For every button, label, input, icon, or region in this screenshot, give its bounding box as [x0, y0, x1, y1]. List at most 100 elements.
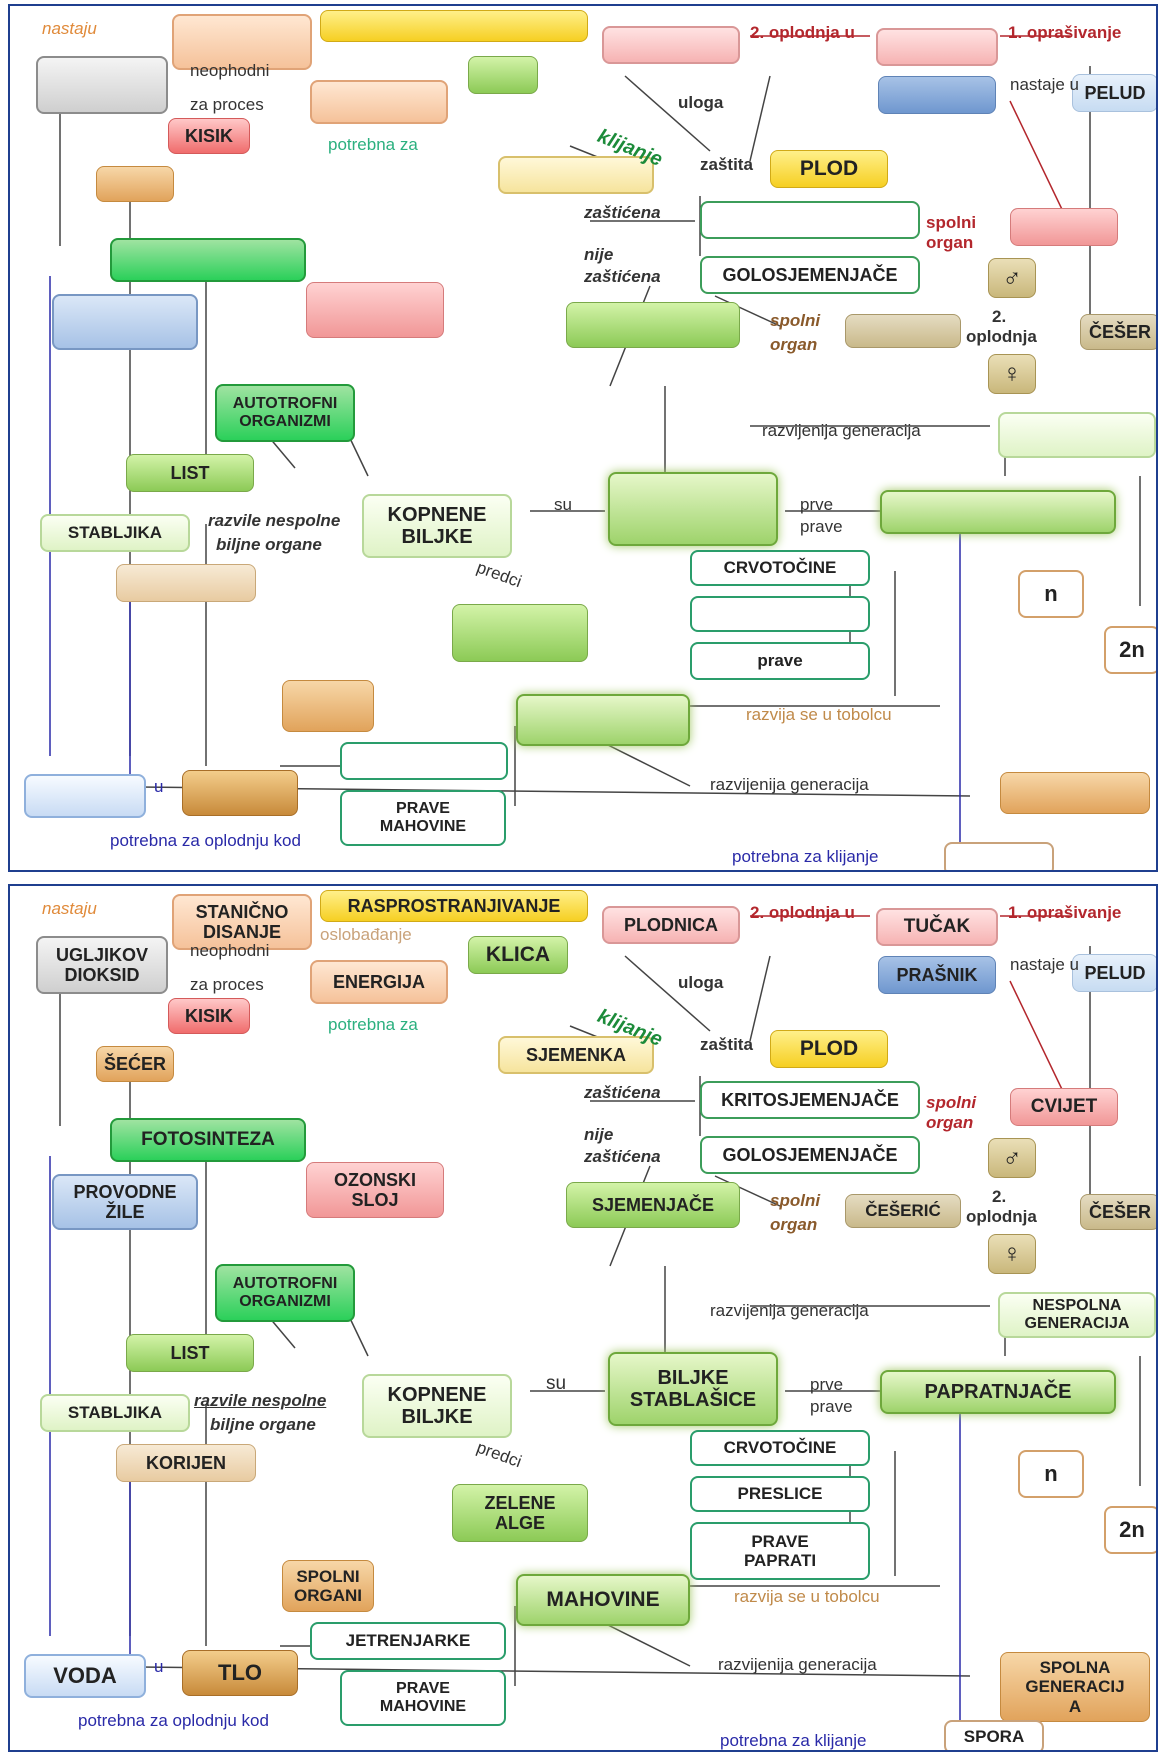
korijen-node — [116, 564, 256, 602]
kopnene-biljke-node: KOPNENE BILJKE — [362, 1374, 512, 1438]
preslice-node: PRESLICE — [690, 1476, 870, 1512]
spora-node: SPORA — [944, 1720, 1044, 1750]
jetrenjarke-node — [340, 742, 508, 780]
label-zasticena2: zaštićena — [584, 267, 661, 286]
ugljikov-dioksid-node — [36, 56, 168, 114]
label-nastaju: nastaju — [42, 19, 97, 38]
kritosjemenjace-node: KRITOSJEMENJAČE — [700, 1081, 920, 1119]
biljke-stablasice-node — [608, 472, 778, 546]
label-zastita: zaštita — [700, 1035, 753, 1054]
tlo-node — [182, 770, 298, 816]
energija-node: ENERGIJA — [310, 960, 448, 1004]
jetrenjarke-node: JETRENJARKE — [310, 1622, 506, 1660]
male-symbol-node: ♂ — [988, 258, 1036, 298]
label-potrebna-za-klijanje: potrebna za klijanje — [720, 1731, 867, 1750]
zelene-alge-node: ZELENE ALGE — [452, 1484, 588, 1542]
kritosjemenjace-node — [700, 201, 920, 239]
prave-mahovine-node: PRAVE MAHOVINE — [340, 790, 506, 846]
secer-node: ŠEĆER — [96, 1046, 174, 1082]
spolna-generacija-node — [1000, 772, 1150, 814]
kisik-node: KISIK — [168, 998, 250, 1034]
label-spolni2: spolni — [770, 1191, 821, 1210]
ceser-node: ČEŠER — [1080, 1194, 1156, 1230]
nespolna-generacija-node — [998, 412, 1156, 458]
label-oplodnja-2b: oplodnja — [966, 1207, 1037, 1226]
mahovine-node — [516, 694, 690, 746]
label-u: u — [154, 1657, 164, 1676]
label-razvijenija-generacija2: razvijenija generacija — [710, 775, 869, 794]
prave-paprati-node: PRAVE PAPRATI — [690, 1522, 870, 1580]
provodne-zile-node — [52, 294, 198, 350]
rasprostranjivanje-node: RASPROSTRANJIVANJE — [320, 890, 588, 922]
fotosinteza-node — [110, 238, 306, 282]
label-oplodnja-2: 2. — [992, 307, 1007, 326]
stabljika-node: STABLJIKA — [40, 514, 190, 552]
label-potrebna-za-oplodnju: potrebna za oplodnju kod — [78, 1711, 269, 1730]
label-organ: organ — [926, 233, 974, 252]
sjemenjace-node: SJEMENJAČE — [566, 1182, 740, 1228]
label-prave: prave — [800, 517, 843, 536]
male-symbol-node: ♂ — [988, 1138, 1036, 1178]
label-u: u — [154, 777, 164, 796]
female-symbol-node: ♀ — [988, 354, 1036, 394]
label-zasticena2: zaštićena — [584, 1147, 661, 1166]
label-organ: organ — [926, 1113, 974, 1132]
label-razvile-nespolne: razvile nespolne — [208, 511, 341, 530]
papratnjace-node: PAPRATNJAČE — [880, 1370, 1116, 1414]
label-oprasivanje: 1. oprašivanje — [1008, 23, 1122, 42]
pelud-node: PELUD — [1072, 954, 1156, 992]
label-potrebna-za: potrebna za — [328, 135, 418, 154]
label-oprasivanje: 1. oprašivanje — [1008, 903, 1122, 922]
label-biljne-organe: biljne organe — [210, 1415, 316, 1434]
label-potrebna-za: potrebna za — [328, 1015, 418, 1034]
label-organ2: organ — [770, 335, 818, 354]
ozonski-sloj-node: OZONSKI SLOJ — [306, 1162, 444, 1218]
label-oplodnja-2b: oplodnja — [966, 327, 1037, 346]
cesaric-node: ČEŠERIĆ — [845, 1194, 961, 1228]
cvijet-node: CVIJET — [1010, 1088, 1118, 1126]
spolni-organi-node: SPOLNI ORGANI — [282, 1560, 374, 1612]
stabljika-node: STABLJIKA — [40, 1394, 190, 1432]
label-razvijenija-generacija2: razvijenija generacija — [718, 1655, 877, 1674]
label-razvijenija-generacija: razvijenija generacija — [762, 421, 921, 440]
stanicno-disanje-node — [172, 14, 312, 70]
prave-paprati-node: prave — [690, 642, 870, 680]
label-potrebna-za-oplodnju: potrebna za oplodnju kod — [110, 831, 301, 850]
ceser-node: ČEŠER — [1080, 314, 1156, 350]
zelene-alge-node — [452, 604, 588, 662]
rasprostranjivanje-node — [320, 10, 588, 42]
label-razvijenija-generacija: razvijenija generacija — [710, 1301, 869, 1320]
label-zasticena: zaštićena — [584, 1083, 661, 1102]
label-prave: prave — [810, 1397, 853, 1416]
provodne-zile-node: PROVODNE ŽILE — [52, 1174, 198, 1230]
label-spolni: spolni — [926, 213, 977, 232]
nespolna-generacija-node: NESPOLNA GENERACIJA — [998, 1292, 1156, 1338]
label-neophodni: neophodni — [190, 941, 270, 960]
spolna-generacija-node: SPOLNA GENERACIJ A — [1000, 1652, 1150, 1722]
golosjemenjace-node: GOLOSJEMENJAČE — [700, 1136, 920, 1174]
kisik-node: KISIK — [168, 118, 250, 154]
spora-node — [944, 842, 1054, 870]
kopnene-biljke-node: KOPNENE BILJKE — [362, 494, 512, 558]
label-spolni2: spolni — [770, 311, 821, 330]
label-spolni: spolni — [926, 1093, 977, 1112]
label-razvile-nespolne: razvile nespolne — [194, 1391, 327, 1410]
label-nije: nije — [584, 1125, 614, 1144]
pelud-node: PELUD — [1072, 74, 1156, 112]
cesaric-node — [845, 314, 961, 348]
voda-node — [24, 774, 146, 818]
cvijet-node — [1010, 208, 1118, 246]
klica-node — [468, 56, 538, 94]
sjemenjace-node — [566, 302, 740, 348]
label-neophodni: neophodni — [190, 61, 270, 80]
label-oplodnja-u: 2. oplodnja u — [750, 903, 855, 922]
label-nastaje-u: nastaje u — [1010, 955, 1079, 974]
autotrofni-organizmi-node: AUTOTROFNI ORGANIZMI — [215, 384, 355, 442]
label-oplodnja-u: 2. oplodnja u — [750, 23, 855, 42]
label-nastaju: nastaju — [42, 899, 97, 918]
label-uloga: uloga — [678, 93, 724, 112]
prave-mahovine-node: PRAVE MAHOVINE — [340, 1670, 506, 1726]
prasnik-node — [878, 76, 996, 114]
label-nije: nije — [584, 245, 614, 264]
tucak-node: TUČAK — [876, 908, 998, 946]
